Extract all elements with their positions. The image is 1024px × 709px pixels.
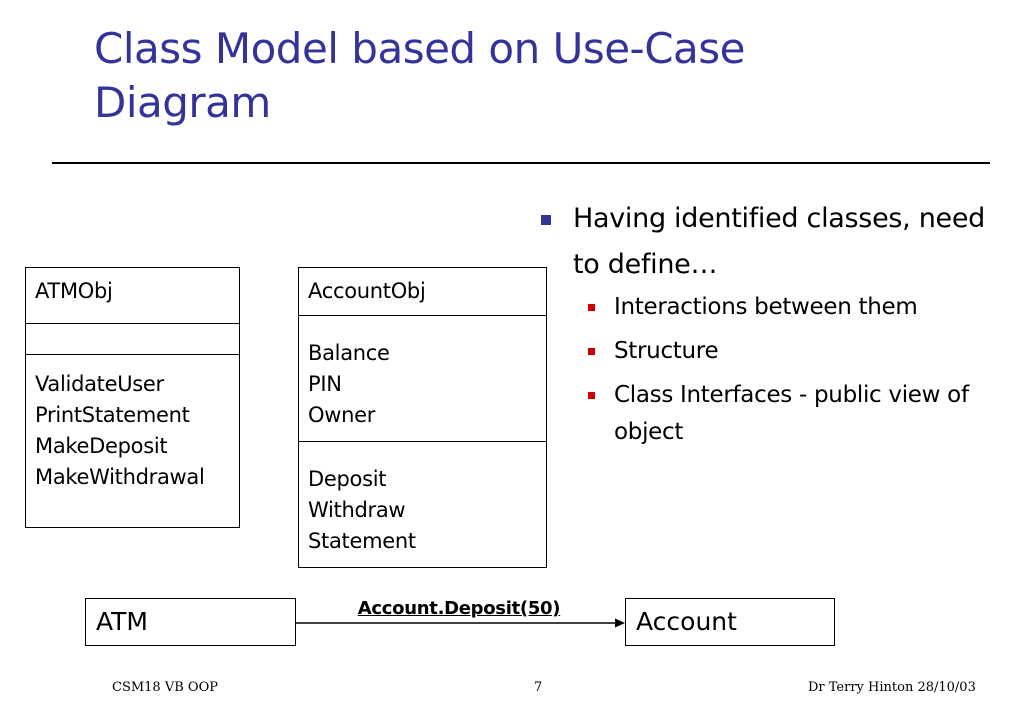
sub-bullet-text: Interactions between them <box>614 294 918 320</box>
sub-bullet-text: Structure <box>614 338 719 364</box>
operations-section: ValidateUser PrintStatement MakeDeposit … <box>26 354 239 527</box>
square-bullet-icon <box>588 348 595 355</box>
class-box-accountobj: AccountObj Balance PIN Owner Deposit Wit… <box>298 267 547 568</box>
main-bullet-text: Having identified classes, need to defin… <box>573 203 985 280</box>
title-divider <box>52 162 990 164</box>
square-bullet-icon <box>588 304 595 311</box>
message-label: Account.Deposit(50) <box>357 598 561 619</box>
operation: PrintStatement <box>35 403 190 427</box>
attributes-section: Balance PIN Owner <box>299 315 546 441</box>
footer-left: CSM18 VB OOP <box>112 680 218 695</box>
square-bullet-icon <box>588 392 595 399</box>
operation: MakeWithdrawal <box>35 465 205 489</box>
sub-bullet: Interactions between them <box>536 289 1006 326</box>
operation: Withdraw <box>308 498 406 522</box>
object-name: Account <box>636 607 737 636</box>
sub-bullet: Structure <box>536 333 1006 370</box>
attributes-section <box>26 323 239 354</box>
slide-title: Class Model based on Use-Case Diagram <box>94 24 746 127</box>
attribute: PIN <box>308 372 342 396</box>
class-name: AccountObj <box>308 279 426 303</box>
operations-section: Deposit Withdraw Statement <box>299 441 546 567</box>
bullet-list: Having identified classes, need to defin… <box>536 196 1006 451</box>
operation: ValidateUser <box>35 372 164 396</box>
square-bullet-icon <box>541 215 551 225</box>
operation: MakeDeposit <box>35 434 168 458</box>
class-box-atmobj: ATMObj ValidateUser PrintStatement MakeD… <box>25 267 240 528</box>
class-name-section: ATMObj <box>26 268 239 323</box>
attribute: Owner <box>308 403 376 427</box>
class-name: ATMObj <box>35 279 113 303</box>
sub-bullet: Class Interfaces - public view of object <box>536 377 1006 451</box>
operation: Deposit <box>308 467 387 491</box>
object-box-account: Account <box>625 598 835 646</box>
footer-page-number: 7 <box>534 680 543 695</box>
object-box-atm: ATM <box>85 598 296 646</box>
footer-right: Dr Terry Hinton 28/10/03 <box>808 680 976 695</box>
sub-bullet-text: Class Interfaces - public view of object <box>614 382 969 445</box>
class-name-section: AccountObj <box>299 268 546 315</box>
main-bullet: Having identified classes, need to defin… <box>536 196 1006 288</box>
operation: Statement <box>308 529 416 553</box>
arrowhead-icon <box>615 618 625 628</box>
attribute: Balance <box>308 341 390 365</box>
object-name: ATM <box>96 607 149 636</box>
